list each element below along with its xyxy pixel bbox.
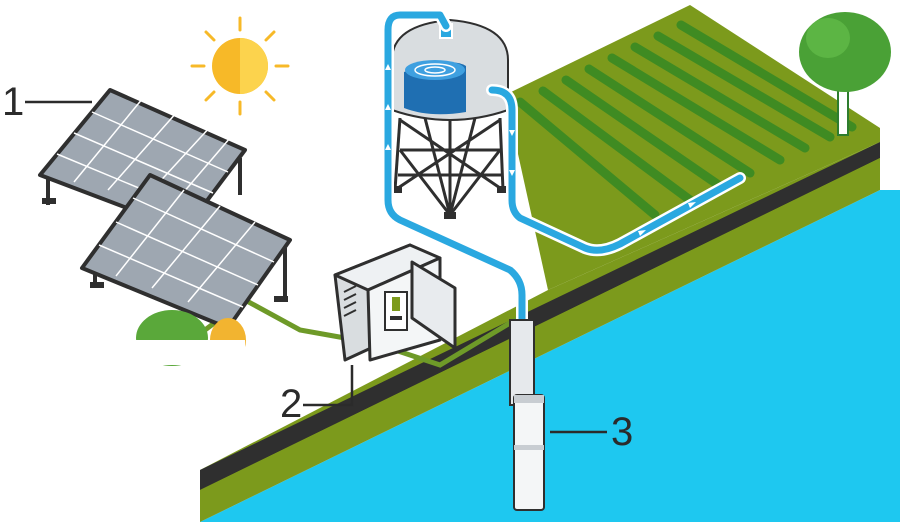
ground-edge <box>200 142 880 490</box>
crop-rows <box>515 20 857 220</box>
water-pipes <box>382 9 746 401</box>
callout-line-2 <box>303 365 354 407</box>
sun-icon <box>190 16 290 116</box>
pump-controller-box <box>333 243 457 362</box>
battery-icon <box>384 291 408 331</box>
tree-icon <box>799 12 891 136</box>
water-body <box>200 190 900 522</box>
bank-slope <box>200 158 880 522</box>
flow-arrows <box>385 64 696 240</box>
callout-1: 1 <box>2 80 25 124</box>
callout-2: 2 <box>280 382 303 426</box>
solar-panel-front <box>80 173 292 330</box>
callout-3: 3 <box>611 410 634 454</box>
water-tower <box>390 18 509 219</box>
bush-icon <box>130 310 246 366</box>
submersible-pump <box>509 319 545 511</box>
